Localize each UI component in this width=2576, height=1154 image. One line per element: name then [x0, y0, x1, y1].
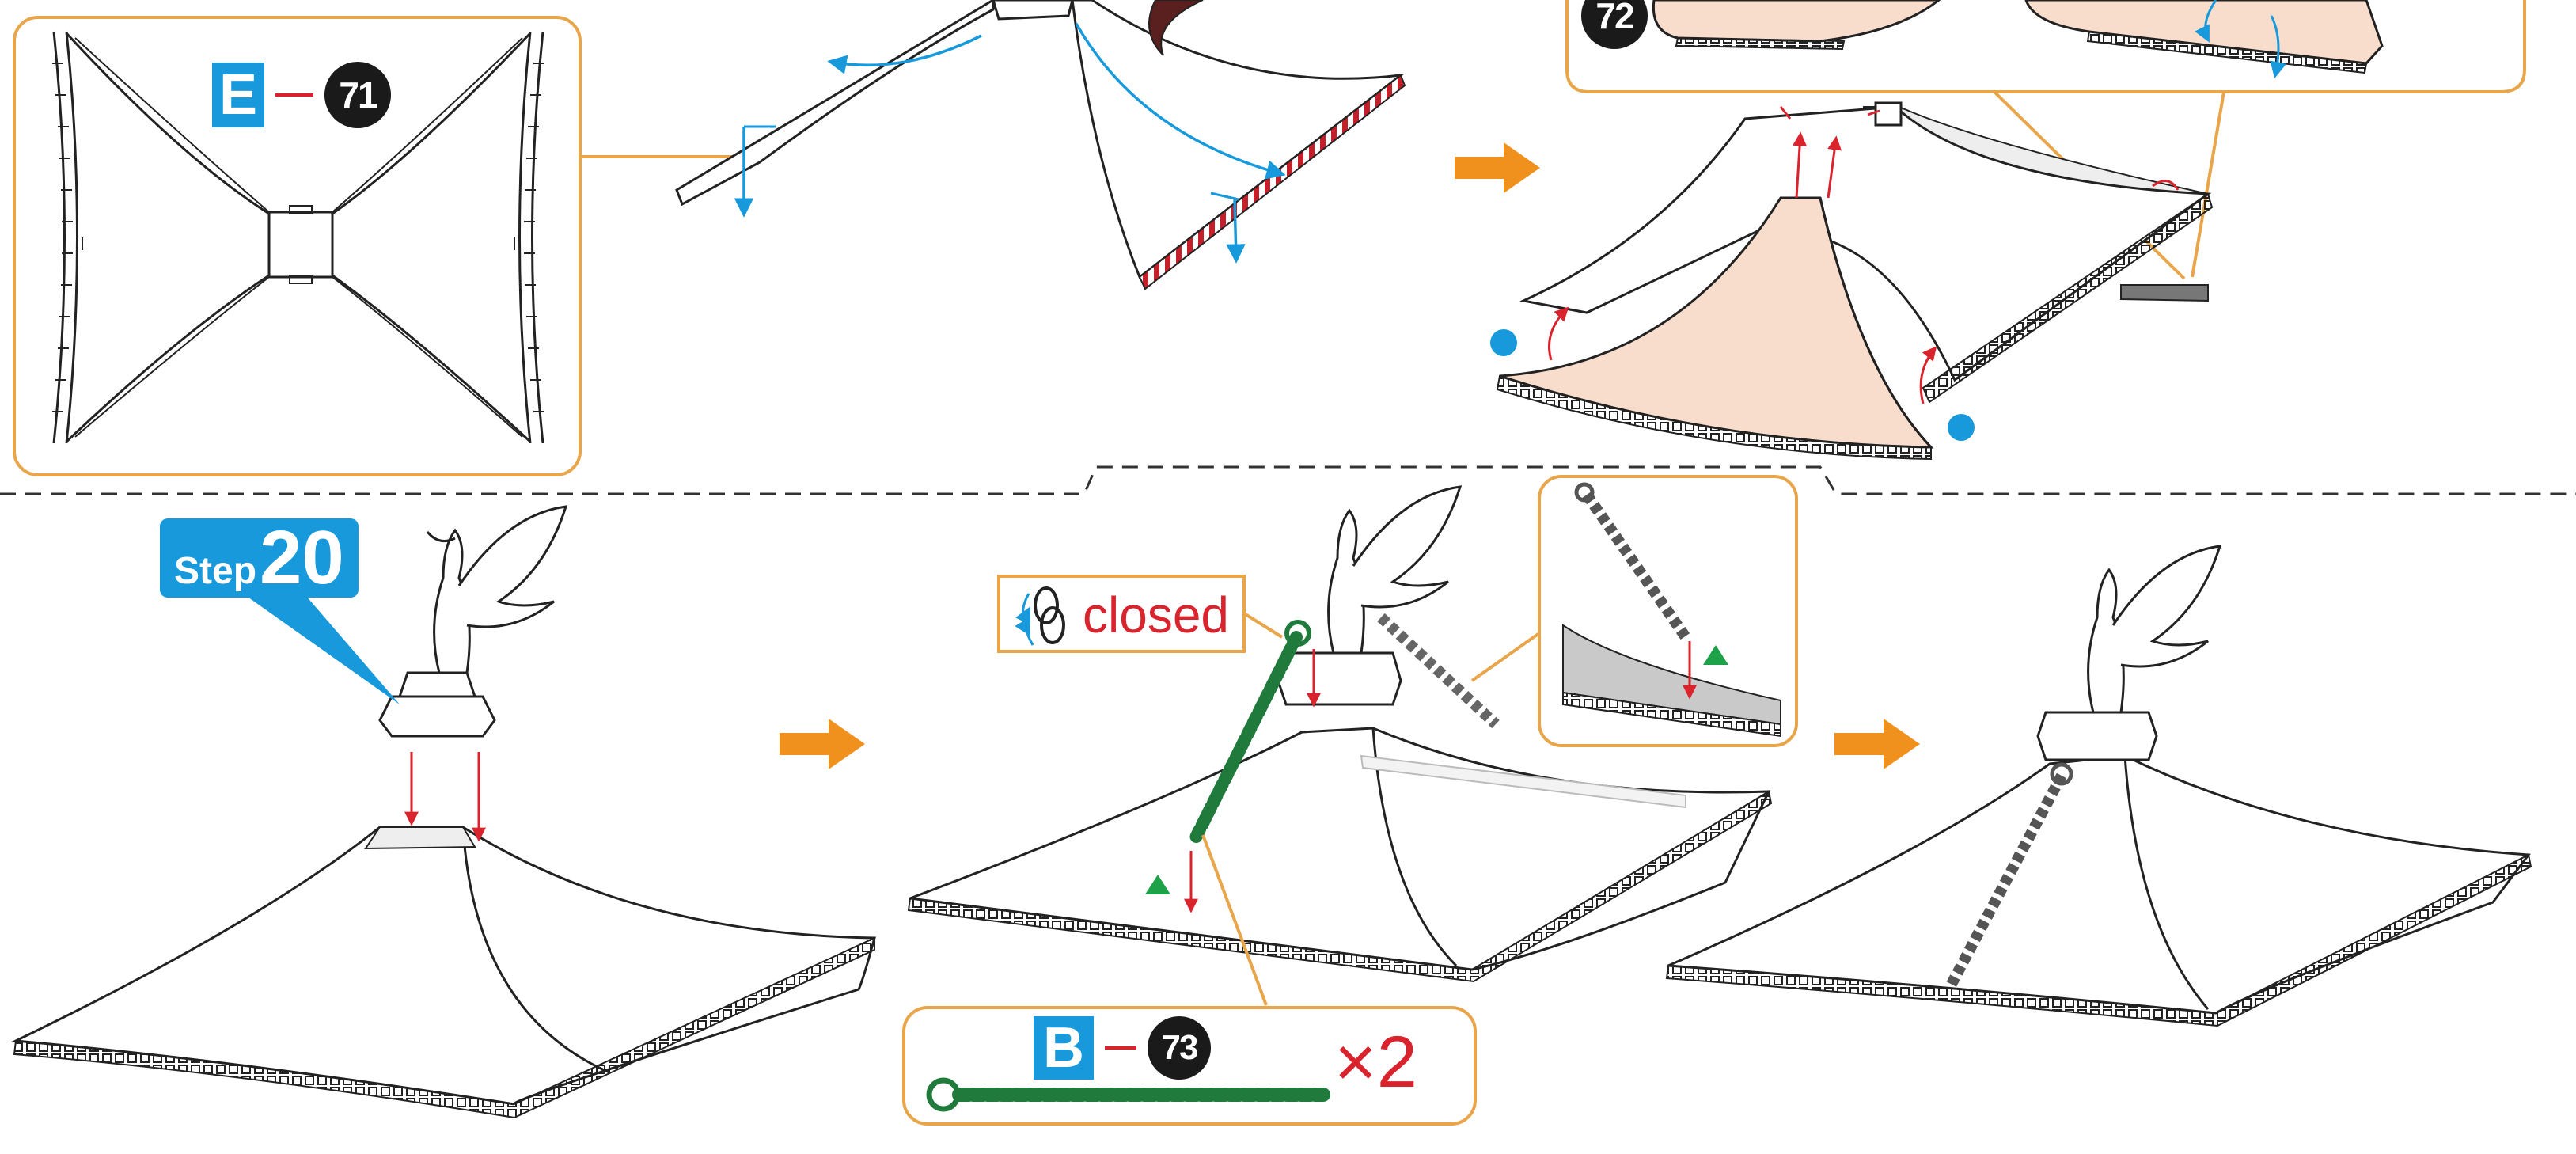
part-number: 73 [1148, 1016, 1211, 1080]
phoenix-ornament-icon [426, 505, 568, 674]
step-badge: Step 20 [160, 518, 359, 598]
step-prefix: Step [174, 550, 257, 592]
quantity-label: ×2 [1334, 1022, 1417, 1103]
section-divider [0, 465, 2576, 495]
part-72-callout [1565, 0, 2526, 280]
dot-marker-icon [1490, 329, 1517, 356]
arrow-right-icon [1834, 719, 1920, 769]
chain-icon [1945, 772, 2067, 989]
roof-with-ornament-step-1 [11, 671, 876, 1119]
step-badge-pointer [237, 590, 400, 704]
dot-marker-icon [1948, 414, 1975, 441]
closed-ring-note [997, 575, 1284, 653]
closed-label: closed [1083, 586, 1229, 643]
roof-finished-step-3 [1665, 545, 2532, 1027]
roof-folding-illustration [675, 0, 1406, 290]
part-dash [275, 93, 313, 97]
part-number: 71 [324, 62, 391, 128]
part-b73-label: B 73 [1034, 1016, 1211, 1080]
triangle-marker-icon [1145, 875, 1170, 894]
chain-detail-inset [1470, 475, 1798, 747]
arrow-right-icon [1455, 142, 1540, 193]
triangle-marker-icon [1703, 645, 1728, 665]
step-number: 20 [260, 515, 344, 600]
part-letter: B [1034, 1016, 1094, 1080]
part-e71-label: E 71 [212, 62, 391, 128]
roof-half-assembled-illustration [1490, 101, 2214, 461]
part-e71-callout [13, 16, 768, 476]
part-letter: E [212, 63, 264, 127]
chain-icon [1189, 631, 1303, 845]
chain-icon [1582, 492, 1690, 640]
part-dash [1105, 1046, 1136, 1050]
roof-with-chain-step-2 [907, 485, 1773, 1006]
ring-close-icon [1015, 586, 1065, 646]
arrow-right-icon [780, 719, 865, 769]
